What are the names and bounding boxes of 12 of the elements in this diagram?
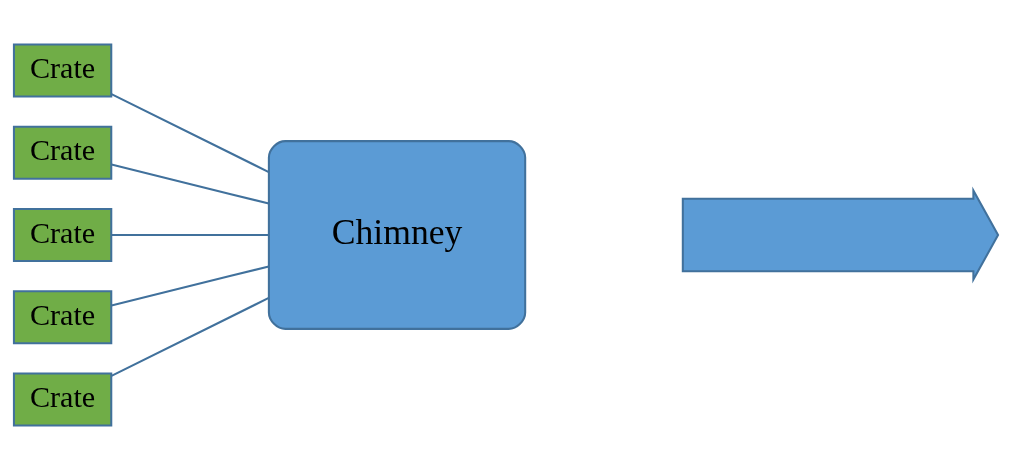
connector [111,163,270,205]
node-box: Crate [12,207,113,263]
connector [111,265,270,307]
node-box: Crate [12,125,113,180]
connector [111,297,270,377]
connector [111,233,269,237]
connector [111,93,270,173]
node-arrow [681,186,1000,284]
node-box: Chimney [267,140,527,330]
node-box: Crate [12,372,113,427]
node-box: Crate [12,43,113,98]
node-box: Crate [12,290,113,345]
